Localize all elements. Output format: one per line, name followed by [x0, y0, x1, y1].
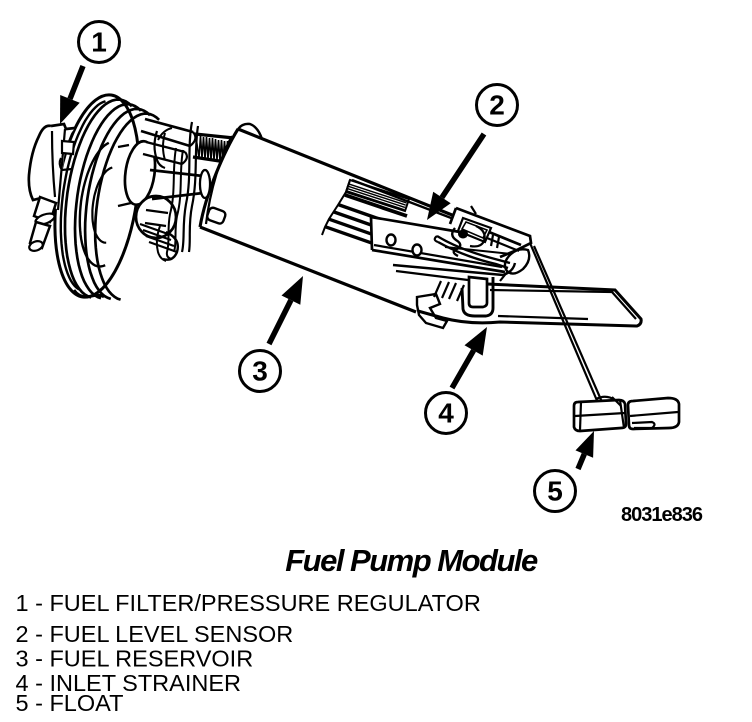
svg-text:5: 5 — [547, 476, 563, 507]
svg-text:8031e836: 8031e836 — [621, 504, 703, 526]
svg-text:5 - FLOAT: 5 - FLOAT — [16, 690, 124, 716]
svg-text:4 - INLET STRAINER: 4 - INLET STRAINER — [16, 670, 241, 696]
svg-text:4: 4 — [438, 398, 454, 429]
svg-text:3 - FUEL RESERVOIR: 3 - FUEL RESERVOIR — [16, 645, 254, 671]
svg-text:1 - FUEL FILTER/PRESSURE REGUL: 1 - FUEL FILTER/PRESSURE REGULATOR — [16, 590, 481, 616]
svg-text:Fuel Pump Module: Fuel Pump Module — [285, 543, 538, 578]
svg-text:2 - FUEL LEVEL SENSOR: 2 - FUEL LEVEL SENSOR — [16, 621, 294, 647]
svg-text:3: 3 — [252, 356, 268, 387]
svg-text:1: 1 — [91, 27, 107, 58]
svg-text:2: 2 — [489, 90, 505, 121]
